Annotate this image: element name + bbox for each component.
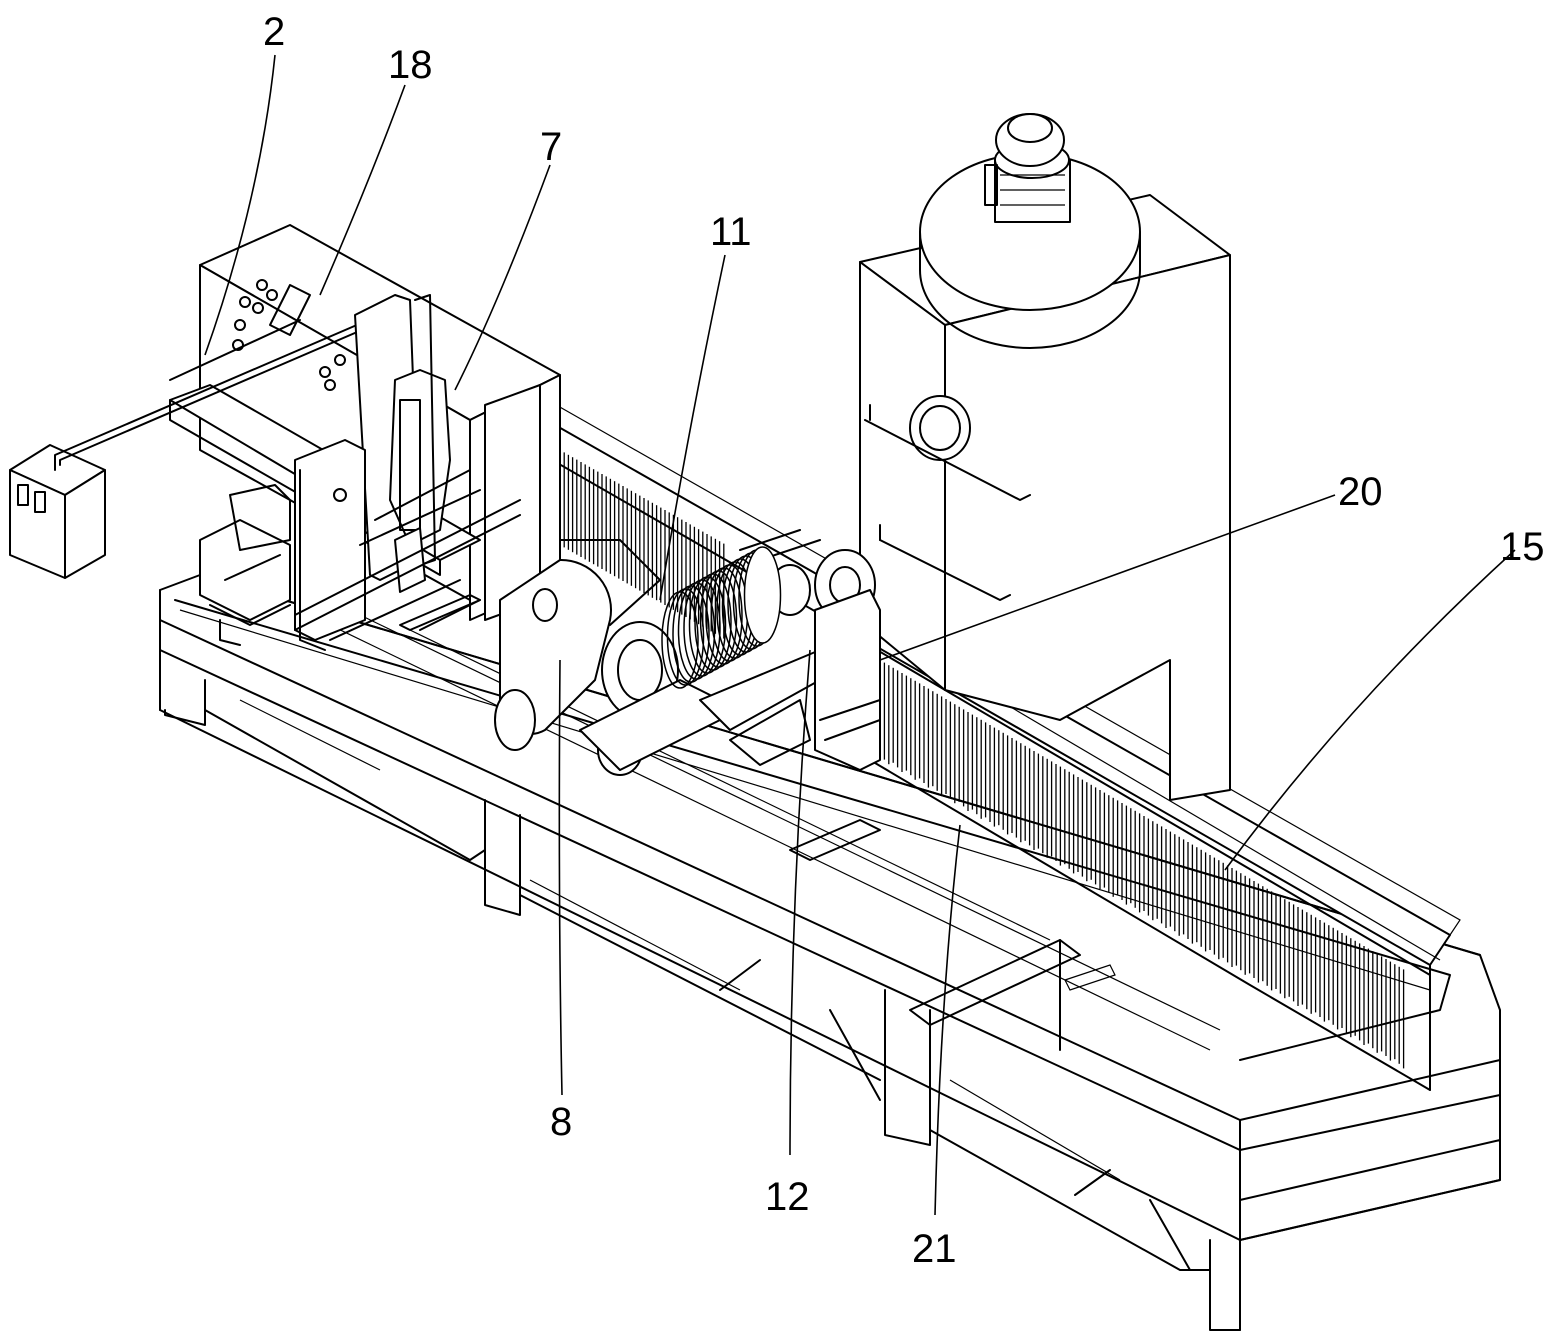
label-7: 7 bbox=[540, 125, 562, 169]
spindle-motor-coils bbox=[662, 547, 781, 688]
label-21: 21 bbox=[912, 1227, 957, 1271]
label-18: 18 bbox=[388, 43, 433, 87]
label-8: 8 bbox=[550, 1100, 572, 1144]
coil-turn bbox=[745, 547, 781, 643]
label-2: 2 bbox=[263, 10, 285, 54]
label-20: 20 bbox=[1338, 470, 1383, 514]
label-12: 12 bbox=[765, 1175, 810, 1219]
label-15: 15 bbox=[1500, 525, 1545, 569]
label-11: 11 bbox=[710, 210, 752, 254]
